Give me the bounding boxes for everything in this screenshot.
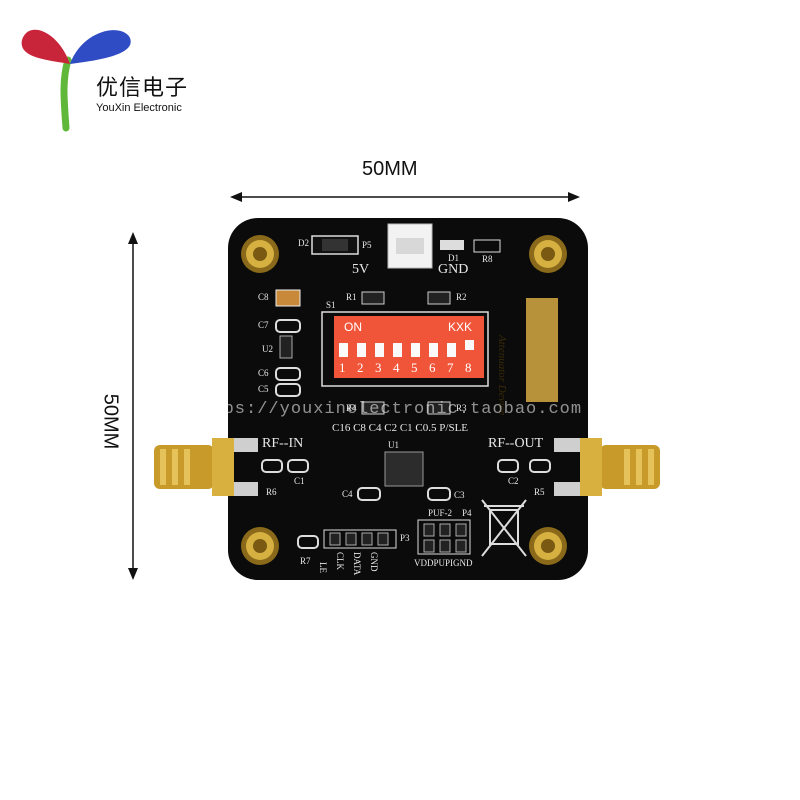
c6-label: C6 [258, 368, 269, 378]
le-pin-label: LE [318, 562, 328, 573]
r6-label: R6 [266, 487, 277, 497]
c4-label: C4 [342, 489, 353, 499]
brand-name-en: YouXin Electronic [96, 102, 182, 114]
r1-label: R1 [346, 292, 357, 302]
u1-label: U1 [388, 440, 399, 450]
dip-position-1[interactable]: 1 [339, 360, 346, 375]
store-watermark: https://youxinelectronic.taobao.com [190, 400, 583, 419]
vdd-row-label: VDDPUPIGND [414, 558, 473, 568]
5v-label: 5V [352, 262, 370, 277]
c3-label: C3 [454, 490, 465, 500]
width-dimension-label: 50MM [362, 158, 418, 180]
rf-out-label: RF--OUT [488, 436, 544, 451]
c2-label: C2 [508, 476, 519, 486]
dip-position-8[interactable]: 8 [465, 360, 472, 375]
r5-label: R5 [534, 487, 545, 497]
d1-label: D1 [448, 253, 459, 263]
gnd-pin-label: GND [369, 552, 379, 572]
c7-label: C7 [258, 320, 269, 330]
d2-label: D2 [298, 238, 309, 248]
brand-name-cn: 优信电子 [96, 76, 189, 101]
dip-position-7[interactable]: 7 [447, 360, 454, 375]
attenuator-label-plate [526, 298, 558, 402]
dip-position-4[interactable]: 4 [393, 360, 400, 375]
p4-label: P4 [462, 508, 472, 518]
data-pin-label: DATA [352, 552, 362, 576]
sma-connector-left [154, 438, 234, 496]
p3-label: P3 [400, 533, 410, 543]
r3-label: R3 [456, 403, 467, 413]
rf-in-label: RF--IN [262, 436, 304, 451]
mounting-hole-br [529, 527, 567, 565]
puf2-label: PUF-2 [428, 508, 453, 518]
c8-label: C8 [258, 292, 269, 302]
p5-label: P5 [362, 240, 372, 250]
r2-label: R2 [456, 292, 467, 302]
s1-label: S1 [326, 300, 336, 310]
dip-position-6[interactable]: 6 [429, 360, 436, 375]
weee-bin-icon [481, 499, 527, 557]
r8-label: R8 [482, 254, 493, 264]
c5-label: C5 [258, 384, 269, 394]
mounting-hole-tl [241, 235, 279, 273]
dip-brand-label: KXK [448, 320, 473, 334]
r7-label: R7 [300, 556, 311, 566]
c1-label: C1 [294, 476, 305, 486]
mounting-hole-tr [529, 235, 567, 273]
mounting-hole-bl [241, 527, 279, 565]
logo-mark-icon [21, 29, 131, 132]
sma-connector-right [580, 438, 660, 496]
dip-position-5[interactable]: 5 [411, 360, 418, 375]
dip-on-label: ON [344, 320, 362, 334]
cap-row-label: C16 C8 C4 C2 C1 C0.5 P/SLE [332, 422, 469, 434]
dip-position-2[interactable]: 2 [357, 360, 364, 375]
clk-pin-label: CLK [335, 552, 345, 570]
dip-position-3[interactable]: 3 [375, 360, 382, 375]
u2-label: U2 [262, 344, 273, 354]
r4-label: R4 [346, 403, 357, 413]
gnd-label: GND [438, 262, 469, 277]
